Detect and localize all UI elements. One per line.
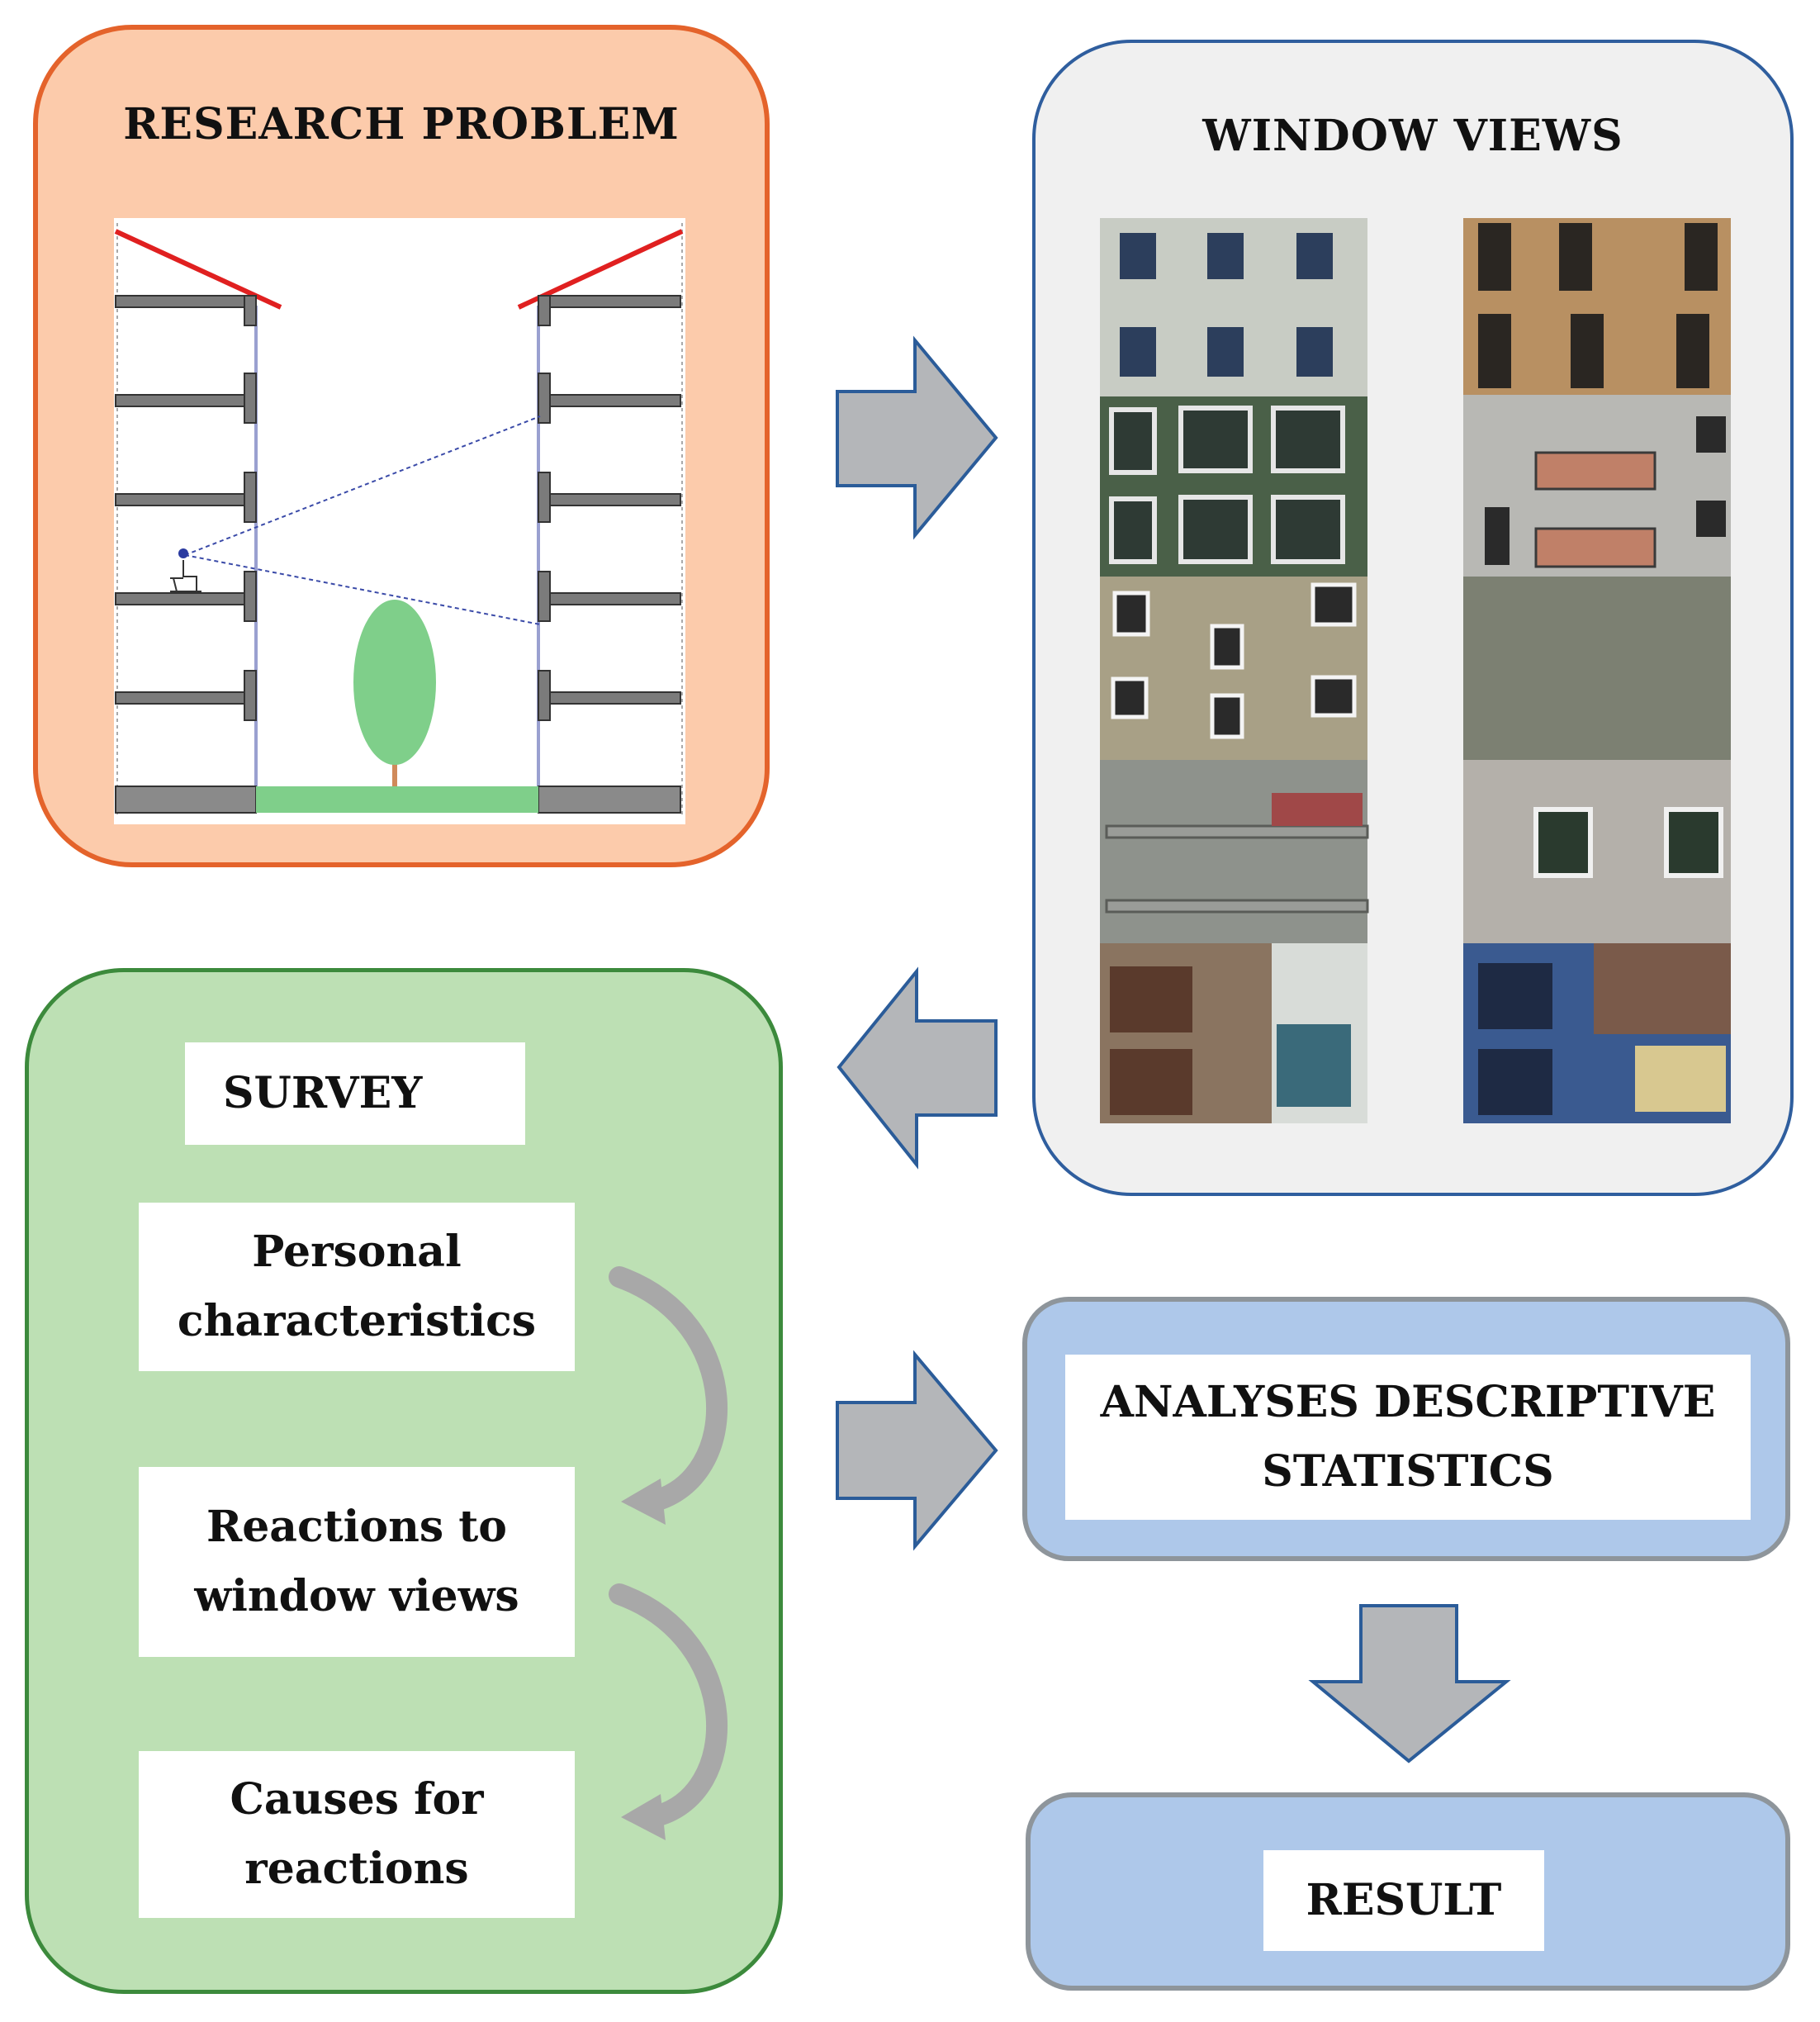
facade-photo-1 (1100, 218, 1367, 396)
facade-photo-3 (1100, 577, 1367, 760)
facade-photo-6 (1463, 218, 1731, 395)
survey-title: SURVEY (185, 1042, 525, 1145)
facade-photo-9 (1463, 760, 1731, 943)
facade-photo-7 (1463, 395, 1731, 577)
facade-photo-10 (1463, 943, 1731, 1123)
facade-photo-2 (1100, 396, 1367, 577)
research-problem-panel (33, 25, 770, 867)
facade-photo-4 (1100, 760, 1367, 943)
facade-photo-5 (1100, 943, 1367, 1123)
facade-photo-8 (1463, 577, 1731, 760)
result-title: RESULT (1263, 1850, 1544, 1951)
research-problem-title: RESEARCH PROBLEM (123, 99, 680, 150)
window-views-title: WINDOW VIEWS (1202, 111, 1623, 161)
